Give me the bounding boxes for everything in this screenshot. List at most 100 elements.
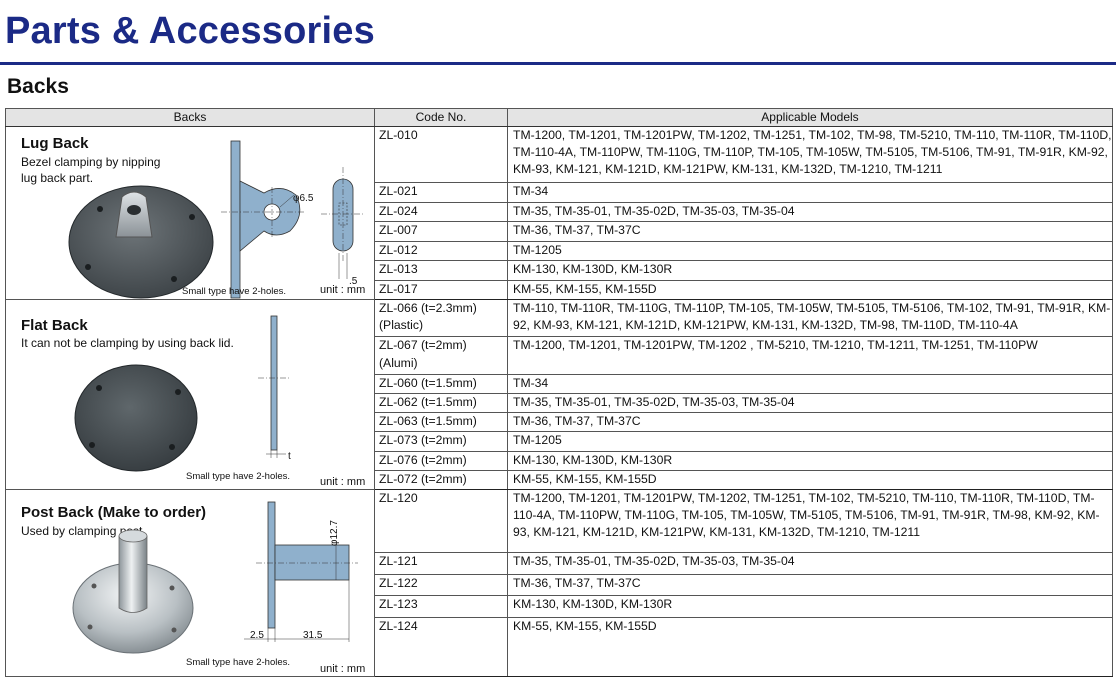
code-cell: ZL-123 — [374, 595, 508, 619]
table-row: ZL-012 TM-1205 — [6, 240, 1113, 262]
code-cell: ZL-013 — [374, 260, 508, 281]
post-dim-plate: 2.5 — [250, 630, 264, 642]
lug-back-photo — [68, 185, 214, 299]
models-cell: KM-130, KM-130D, KM-130R — [507, 595, 1113, 619]
code-cell: ZL-072 (t=2mm) — [374, 469, 508, 491]
code-cell: ZL-120 — [374, 489, 508, 553]
models-cell: TM-1200, TM-1201, TM-1201PW, TM-1202, TM… — [507, 126, 1113, 184]
table-row: Lug Back Bezel clamping by nipping lug b… — [5, 126, 1113, 301]
table-row: ZL-121 TM-35, TM-35-01, TM-35-02D, TM-35… — [6, 551, 1113, 575]
post-back-photo — [72, 529, 194, 654]
post-dim-length: 31.5 — [303, 630, 323, 642]
models-cell: KM-55, KM-155, KM-155D — [507, 469, 1113, 491]
models-cell: TM-36, TM-37, TM-37C — [507, 573, 1113, 597]
header-models: Applicable Models — [507, 107, 1113, 128]
lug-back-front-drawing — [321, 167, 364, 280]
table-row: ZL-062 (t=1.5mm) TM-35, TM-35-01, TM-35-… — [6, 393, 1113, 414]
table-row: Flat Back It can not be clamping by usin… — [5, 299, 1113, 491]
code-cell: ZL-024 — [374, 201, 508, 223]
models-cell: TM-34 — [507, 182, 1113, 203]
models-cell: TM-35, TM-35-01, TM-35-02D, TM-35-03, TM… — [507, 201, 1113, 223]
code-cell: ZL-063 (t=1.5mm) — [374, 412, 508, 433]
models-cell: TM-34 — [507, 373, 1113, 395]
backs-table: Backs Code No. Applicable Models Lug Bac… — [5, 107, 1113, 678]
flat-back-cell: Flat Back It can not be clamping by usin… — [5, 299, 375, 491]
lug-dim-diameter: φ6.5 — [293, 193, 314, 205]
lug-back-unit: unit : mm — [320, 284, 366, 297]
flat-back-drawing — [74, 315, 290, 472]
models-cell: KM-55, KM-155, KM-155D — [507, 279, 1113, 301]
code-cell: ZL-007 — [374, 221, 508, 242]
flat-back-side-drawing — [258, 315, 290, 459]
lug-back-cell: Lug Back Bezel clamping by nipping lug b… — [5, 126, 375, 301]
lug-back-note: Small type have 2-holes. — [182, 286, 287, 298]
code-cell: ZL-073 (t=2mm) — [374, 431, 508, 452]
models-cell: TM-35, TM-35-01, TM-35-02D, TM-35-03, TM… — [507, 393, 1113, 414]
post-back-drawing — [72, 501, 358, 654]
models-cell: KM-55, KM-155, KM-155D — [507, 617, 1113, 678]
table-row: ZL-122 TM-36, TM-37, TM-37C — [6, 573, 1113, 597]
post-back-cell: Post Back (Make to order) Used by clampi… — [5, 489, 375, 678]
models-cell: TM-1200, TM-1201, TM-1201PW, TM-1202 , T… — [507, 336, 1113, 375]
code-cell: ZL-076 (t=2mm) — [374, 450, 508, 471]
flat-back-unit: unit : mm — [320, 476, 366, 489]
post-back-side-drawing — [244, 501, 358, 643]
flat-back-desc: It can not be clamping by using back lid… — [21, 336, 234, 351]
header-backs: Backs — [5, 107, 375, 128]
table-row: ZL-072 (t=2mm) KM-55, KM-155, KM-155D — [6, 469, 1113, 491]
header-code: Code No. — [374, 107, 508, 128]
code-cell: ZL-017 — [374, 279, 508, 301]
post-back-unit: unit : mm — [320, 663, 366, 676]
code-line-2: (Alumi) — [379, 355, 418, 370]
section-title: Backs — [7, 75, 69, 98]
code-cell: ZL-124 — [374, 617, 508, 678]
code-cell: ZL-010 — [374, 126, 508, 184]
models-cell: TM-110, TM-110R, TM-110G, TM-110P, TM-10… — [507, 299, 1113, 338]
flat-back-title: Flat Back — [21, 317, 88, 335]
code-line-1: ZL-066 (t=2.3mm) — [379, 301, 477, 316]
code-cell: ZL-122 — [374, 573, 508, 597]
flat-back-photo — [74, 364, 198, 472]
flat-dim-thickness: t — [288, 451, 291, 463]
models-cell: TM-1205 — [507, 240, 1113, 262]
code-cell: ZL-060 (t=1.5mm) — [374, 373, 508, 395]
table-row: ZL-021 TM-34 — [6, 182, 1113, 203]
title-rule — [0, 62, 1116, 65]
table-row: ZL-013 KM-130, KM-130D, KM-130R — [6, 260, 1113, 281]
table-row: ZL-063 (t=1.5mm) TM-36, TM-37, TM-37C — [6, 412, 1113, 433]
models-cell: KM-130, KM-130D, KM-130R — [507, 450, 1113, 471]
table-row: ZL-060 (t=1.5mm) TM-34 — [6, 373, 1113, 395]
post-back-title: Post Back (Make to order) — [21, 504, 207, 522]
code-cell: ZL-021 — [374, 182, 508, 203]
table-row: ZL-017 KM-55, KM-155, KM-155D — [6, 279, 1113, 301]
models-cell: TM-36, TM-37, TM-37C — [507, 221, 1113, 242]
table-row: ZL-024 TM-35, TM-35-01, TM-35-02D, TM-35… — [6, 201, 1113, 223]
lug-dim-thickness: .5 — [349, 276, 358, 288]
flat-back-note: Small type have 2-holes. — [186, 471, 291, 483]
code-line-2: (Plastic) — [379, 318, 424, 333]
table-row: ZL-124 KM-55, KM-155, KM-155D — [6, 617, 1113, 678]
lug-back-side-drawing — [221, 140, 306, 299]
code-cell: ZL-121 — [374, 551, 508, 575]
post-back-note: Small type have 2-holes. — [186, 657, 291, 669]
post-back-desc: Used by clamping post. — [21, 524, 146, 539]
table-row: ZL-076 (t=2mm) KM-130, KM-130D, KM-130R — [6, 450, 1113, 471]
code-line-1: ZL-067 (t=2mm) — [379, 338, 467, 353]
models-cell: TM-35, TM-35-01, TM-35-02D, TM-35-03, TM… — [507, 551, 1113, 575]
post-dim-diameter: φ12.7 — [329, 520, 340, 547]
table-row: Post Back (Make to order) Used by clampi… — [5, 489, 1113, 678]
table-header-row: Backs Code No. Applicable Models — [5, 107, 1113, 128]
lug-back-title: Lug Back — [21, 135, 89, 153]
lug-back-drawing — [68, 140, 364, 299]
models-cell: TM-1200, TM-1201, TM-1201PW, TM-1202, TM… — [507, 489, 1113, 553]
models-cell: TM-36, TM-37, TM-37C — [507, 412, 1113, 433]
models-cell: TM-1205 — [507, 431, 1113, 452]
table-row: ZL-073 (t=2mm) TM-1205 — [6, 431, 1113, 452]
page-title: Parts & Accessories — [5, 10, 375, 52]
code-cell: ZL-066 (t=2.3mm) (Plastic) — [374, 299, 508, 338]
lug-back-desc-1: Bezel clamping by nipping — [21, 155, 161, 170]
code-cell: ZL-062 (t=1.5mm) — [374, 393, 508, 414]
lug-back-desc-2: lug back part. — [21, 171, 94, 186]
code-cell: ZL-067 (t=2mm) (Alumi) — [374, 336, 508, 375]
models-cell: KM-130, KM-130D, KM-130R — [507, 260, 1113, 281]
